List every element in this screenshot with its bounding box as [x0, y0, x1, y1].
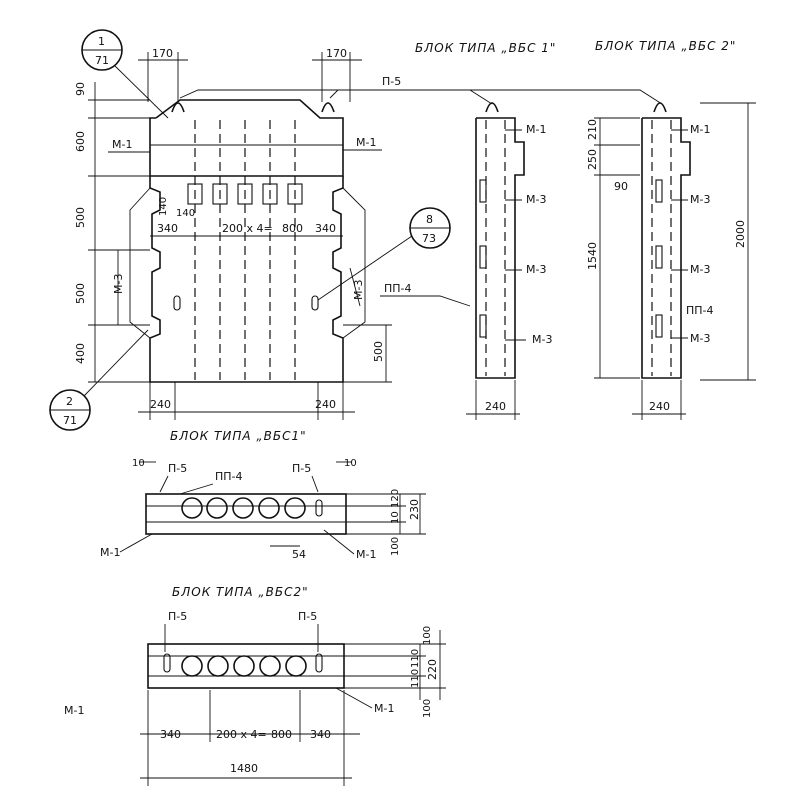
svg-text:54: 54: [292, 548, 306, 561]
svg-text:240: 240: [150, 398, 171, 411]
svg-text:140: 140: [158, 197, 169, 216]
svg-text:М-1: М-1: [690, 123, 710, 136]
svg-text:М-1: М-1: [100, 546, 120, 559]
svg-text:8: 8: [426, 213, 433, 226]
svg-text:2000: 2000: [734, 220, 747, 248]
svg-text:600: 600: [74, 131, 87, 152]
svg-text:90: 90: [614, 180, 628, 193]
svg-text:170: 170: [152, 47, 173, 60]
svg-text:М-3: М-3: [690, 332, 710, 345]
svg-text:М-1: М-1: [64, 704, 84, 717]
pp4-front: ПП-4 М-3: [349, 267, 471, 307]
right-500-dim: 500: [343, 324, 392, 383]
svg-text:340: 340: [315, 222, 336, 235]
svg-text:П-5: П-5: [168, 610, 187, 623]
callout-2-71: 2 71: [49, 329, 149, 431]
svg-text:М-3: М-3: [526, 193, 546, 206]
svg-text:П-5: П-5: [298, 610, 317, 623]
svg-text:500: 500: [74, 207, 87, 228]
plan-vbs2: П-5 П-5 100 110 110 220 100 М-1 М-1 340 …: [64, 610, 446, 786]
title-plan-vbs1: БЛОК ТИПА „ВБС1": [170, 429, 307, 443]
svg-text:340: 340: [157, 222, 178, 235]
svg-text:ПП-4: ПП-4: [384, 282, 412, 295]
front-elevation: [129, 99, 366, 383]
svg-text:М-3: М-3: [352, 280, 365, 300]
svg-text:10: 10: [344, 458, 357, 469]
svg-text:400: 400: [74, 343, 87, 364]
svg-text:М-3: М-3: [690, 263, 710, 276]
svg-text:М-1: М-1: [112, 138, 132, 151]
svg-text:М-1: М-1: [526, 123, 546, 136]
svg-text:140: 140: [176, 208, 195, 219]
svg-text:200 x 4=: 200 x 4=: [216, 728, 267, 741]
svg-text:240: 240: [649, 400, 670, 413]
callout-1-71: 1 71: [81, 29, 169, 119]
svg-text:М-1: М-1: [356, 136, 376, 149]
title-plan-vbs2: БЛОК ТИПА „ВБС2": [172, 585, 309, 599]
svg-text:240: 240: [315, 398, 336, 411]
svg-text:220: 220: [426, 659, 439, 680]
front-bottom-dims: 240 240: [138, 382, 355, 420]
svg-text:110: 110: [410, 669, 421, 688]
svg-text:120: 120: [390, 489, 401, 508]
svg-text:170: 170: [326, 47, 347, 60]
svg-text:800: 800: [271, 728, 292, 741]
left-dimensions: 90 600 500 500 400 М-3: [74, 82, 150, 383]
svg-text:100: 100: [390, 537, 401, 556]
svg-text:1480: 1480: [230, 762, 258, 775]
inner-dimensions: 140 140 340 200 x 4= 800 340: [150, 197, 343, 237]
svg-text:90: 90: [74, 82, 87, 96]
plan-vbs1: П-5 ПП-4 П-5 10 10 120 10 230 100 М-1 М-…: [100, 458, 426, 561]
side-view-vbs2: М-1 90 М-3 М-3 ПП-4 М-3 240 2000: [614, 102, 756, 420]
front-m1-labels: М-1 М-1: [108, 136, 382, 153]
svg-text:2: 2: [66, 395, 73, 408]
svg-text:240: 240: [485, 400, 506, 413]
svg-text:М-1: М-1: [356, 548, 376, 561]
svg-text:1540: 1540: [586, 242, 599, 270]
svg-text:П-5: П-5: [292, 462, 311, 475]
svg-text:250: 250: [586, 149, 599, 170]
svg-text:10: 10: [132, 458, 145, 469]
svg-text:М-3: М-3: [526, 263, 546, 276]
svg-text:М-3: М-3: [532, 333, 552, 346]
svg-text:М-1: М-1: [374, 702, 394, 715]
svg-text:ПП-4: ПП-4: [686, 304, 714, 317]
side-view-vbs1: М-1 М-3 М-3 М-3 240: [466, 102, 552, 420]
svg-text:71: 71: [63, 414, 77, 427]
svg-text:230: 230: [408, 499, 421, 520]
svg-text:10: 10: [390, 511, 401, 524]
svg-text:71: 71: [95, 54, 109, 67]
svg-text:340: 340: [160, 728, 181, 741]
svg-text:500: 500: [372, 341, 385, 362]
title-elevation-vbs1: БЛОК ТИПА „ВБС 1": [415, 41, 556, 55]
svg-text:800: 800: [282, 222, 303, 235]
svg-text:340: 340: [310, 728, 331, 741]
svg-text:1: 1: [98, 35, 105, 48]
svg-text:73: 73: [422, 232, 436, 245]
side-center-dims: 210 250 1540: [586, 117, 640, 379]
svg-text:200 x 4=: 200 x 4=: [222, 222, 273, 235]
title-elevation-vbs2: БЛОК ТИПА „ВБС 2": [595, 39, 736, 53]
svg-text:500: 500: [74, 283, 87, 304]
svg-text:М-3: М-3: [112, 274, 125, 294]
callout-8-73: 8 73: [317, 207, 451, 301]
svg-text:210: 210: [586, 119, 599, 140]
svg-text:П-5: П-5: [168, 462, 187, 475]
svg-text:110: 110: [410, 649, 421, 668]
svg-text:ПП-4: ПП-4: [215, 470, 243, 483]
top-dimensions: 170 170 П-5: [138, 47, 663, 105]
svg-text:100: 100: [422, 626, 433, 645]
svg-text:П-5: П-5: [382, 75, 401, 88]
svg-text:100: 100: [422, 699, 433, 718]
svg-text:М-3: М-3: [690, 193, 710, 206]
